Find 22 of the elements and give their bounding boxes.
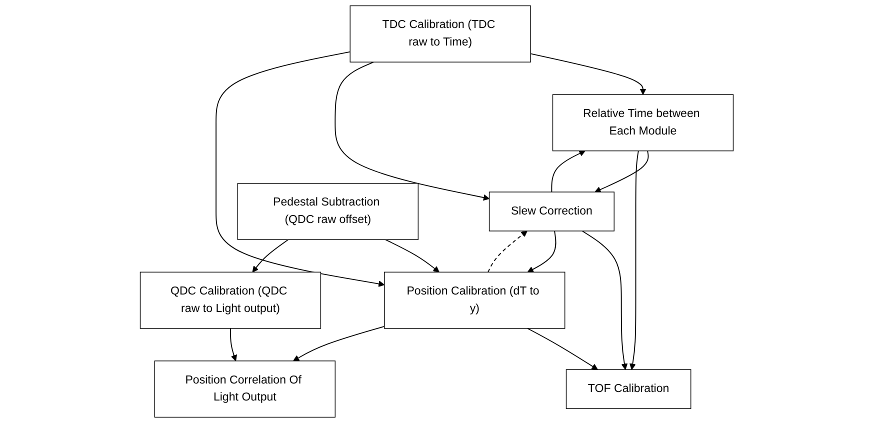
arrow xyxy=(488,230,528,273)
arrow xyxy=(334,62,490,201)
arrow xyxy=(252,239,289,272)
arrow xyxy=(527,328,598,370)
arrow xyxy=(230,328,238,362)
arrow xyxy=(293,326,386,362)
arrow xyxy=(528,230,557,272)
node-box: Slew Correction xyxy=(489,192,615,232)
arrow xyxy=(630,150,640,370)
node-box: Pedestal Subtraction (QDC raw offset) xyxy=(238,182,419,240)
arrow xyxy=(552,150,586,192)
arrow xyxy=(594,150,649,193)
node-box: TDC Calibration (TDC raw to Time) xyxy=(350,5,532,62)
node-box: TOF Calibration xyxy=(566,369,692,409)
arrow xyxy=(385,239,440,272)
arrow xyxy=(582,230,628,370)
arrow xyxy=(530,53,646,95)
node-box: Position Correlation Of Light Output xyxy=(154,360,336,418)
node-box: Position Calibration (dT to y) xyxy=(384,272,566,329)
node-box: Relative Time between Each Module xyxy=(552,94,734,152)
node-box: QDC Calibration (QDC raw to Light output) xyxy=(140,272,322,329)
arrow xyxy=(216,51,385,287)
